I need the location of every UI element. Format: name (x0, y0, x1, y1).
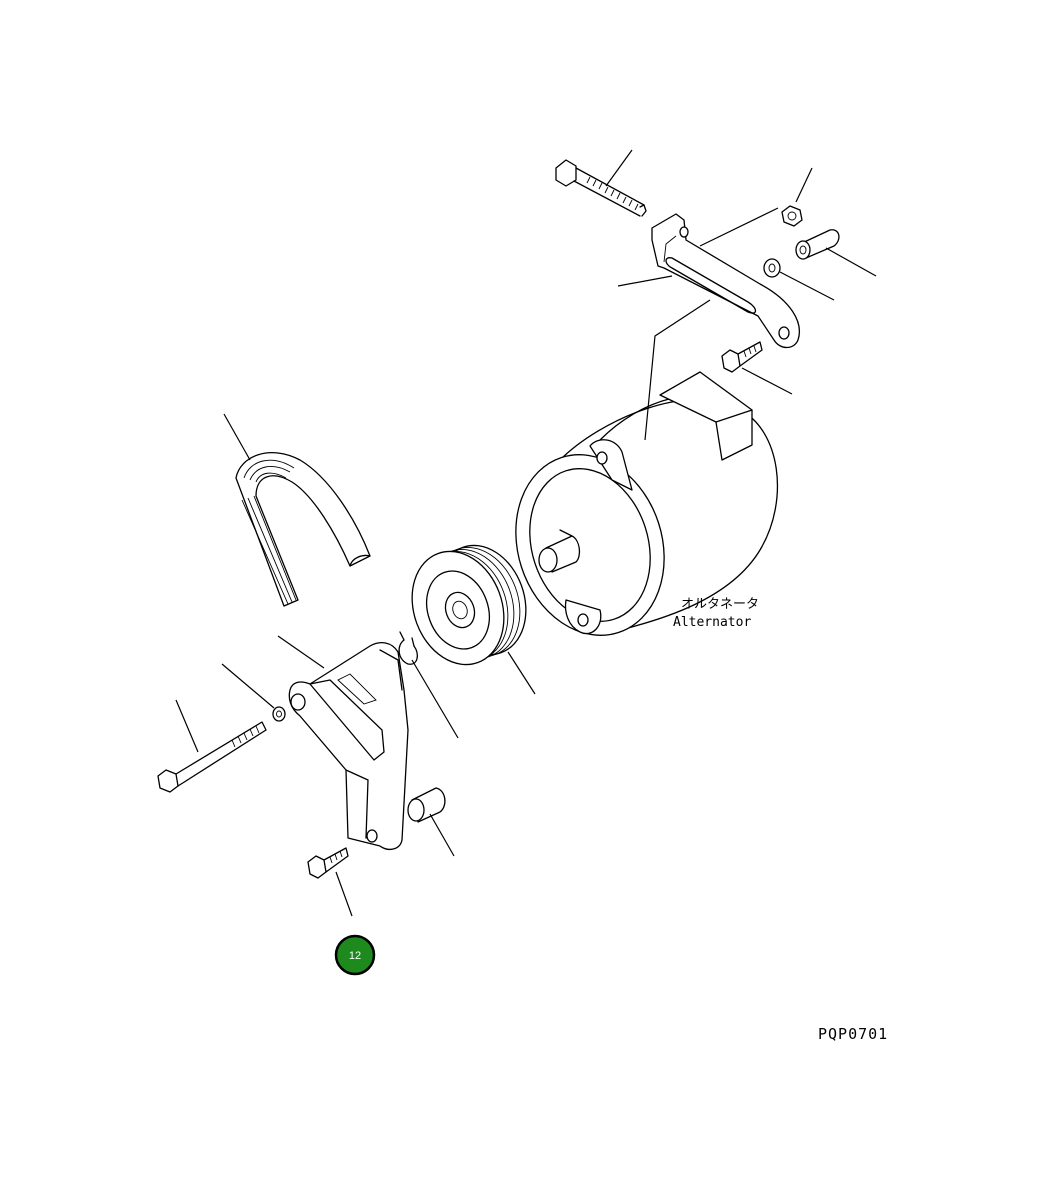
leader-bolt-short (335, 871, 353, 917)
washer-lower (272, 706, 286, 722)
leader-washer-upper (779, 271, 835, 301)
callout-badge-circle[interactable] (334, 934, 376, 976)
leader-sleeve (825, 247, 877, 277)
leader-nut (795, 167, 813, 203)
collar-lower (407, 787, 446, 823)
leader-lines (175, 149, 877, 917)
snap-ring (398, 631, 419, 665)
bolt-short-lower (307, 847, 349, 879)
alternator-label-en: Alternator (673, 615, 751, 630)
leader-bolt-upper (741, 367, 793, 395)
leader-bracket (617, 275, 673, 287)
callout-badge-12[interactable]: 12 (334, 934, 376, 976)
bolt-short-upper (721, 341, 763, 373)
leader-nut-to-bracket (699, 207, 779, 247)
spacer-sleeve (795, 229, 840, 260)
leader-collar (429, 813, 455, 857)
bolt-long-lower (157, 721, 267, 793)
leader-mount-bracket (277, 635, 325, 669)
leader-snap-ring (411, 659, 459, 739)
leader-pulley (507, 651, 536, 695)
leader-adjust-bolt (605, 149, 633, 187)
leader-washer-lower (221, 663, 275, 709)
washer-upper (763, 258, 781, 278)
alternator-label-jp: オルタネータ (681, 597, 759, 612)
alternator-label: オルタネータ Alternator (673, 597, 759, 630)
adjust-bracket (651, 213, 800, 349)
leader-bolt-long (175, 699, 199, 753)
drawing-code: PQP0701 (818, 1025, 888, 1043)
alternator-body (515, 299, 778, 636)
callout-badge-number: 12 (349, 950, 361, 962)
v-belt (235, 452, 371, 607)
pulley (411, 544, 527, 666)
adjust-bolt-long (555, 159, 647, 217)
mount-bracket (288, 641, 409, 851)
leader-belt (223, 413, 251, 461)
hex-nut (781, 205, 803, 227)
